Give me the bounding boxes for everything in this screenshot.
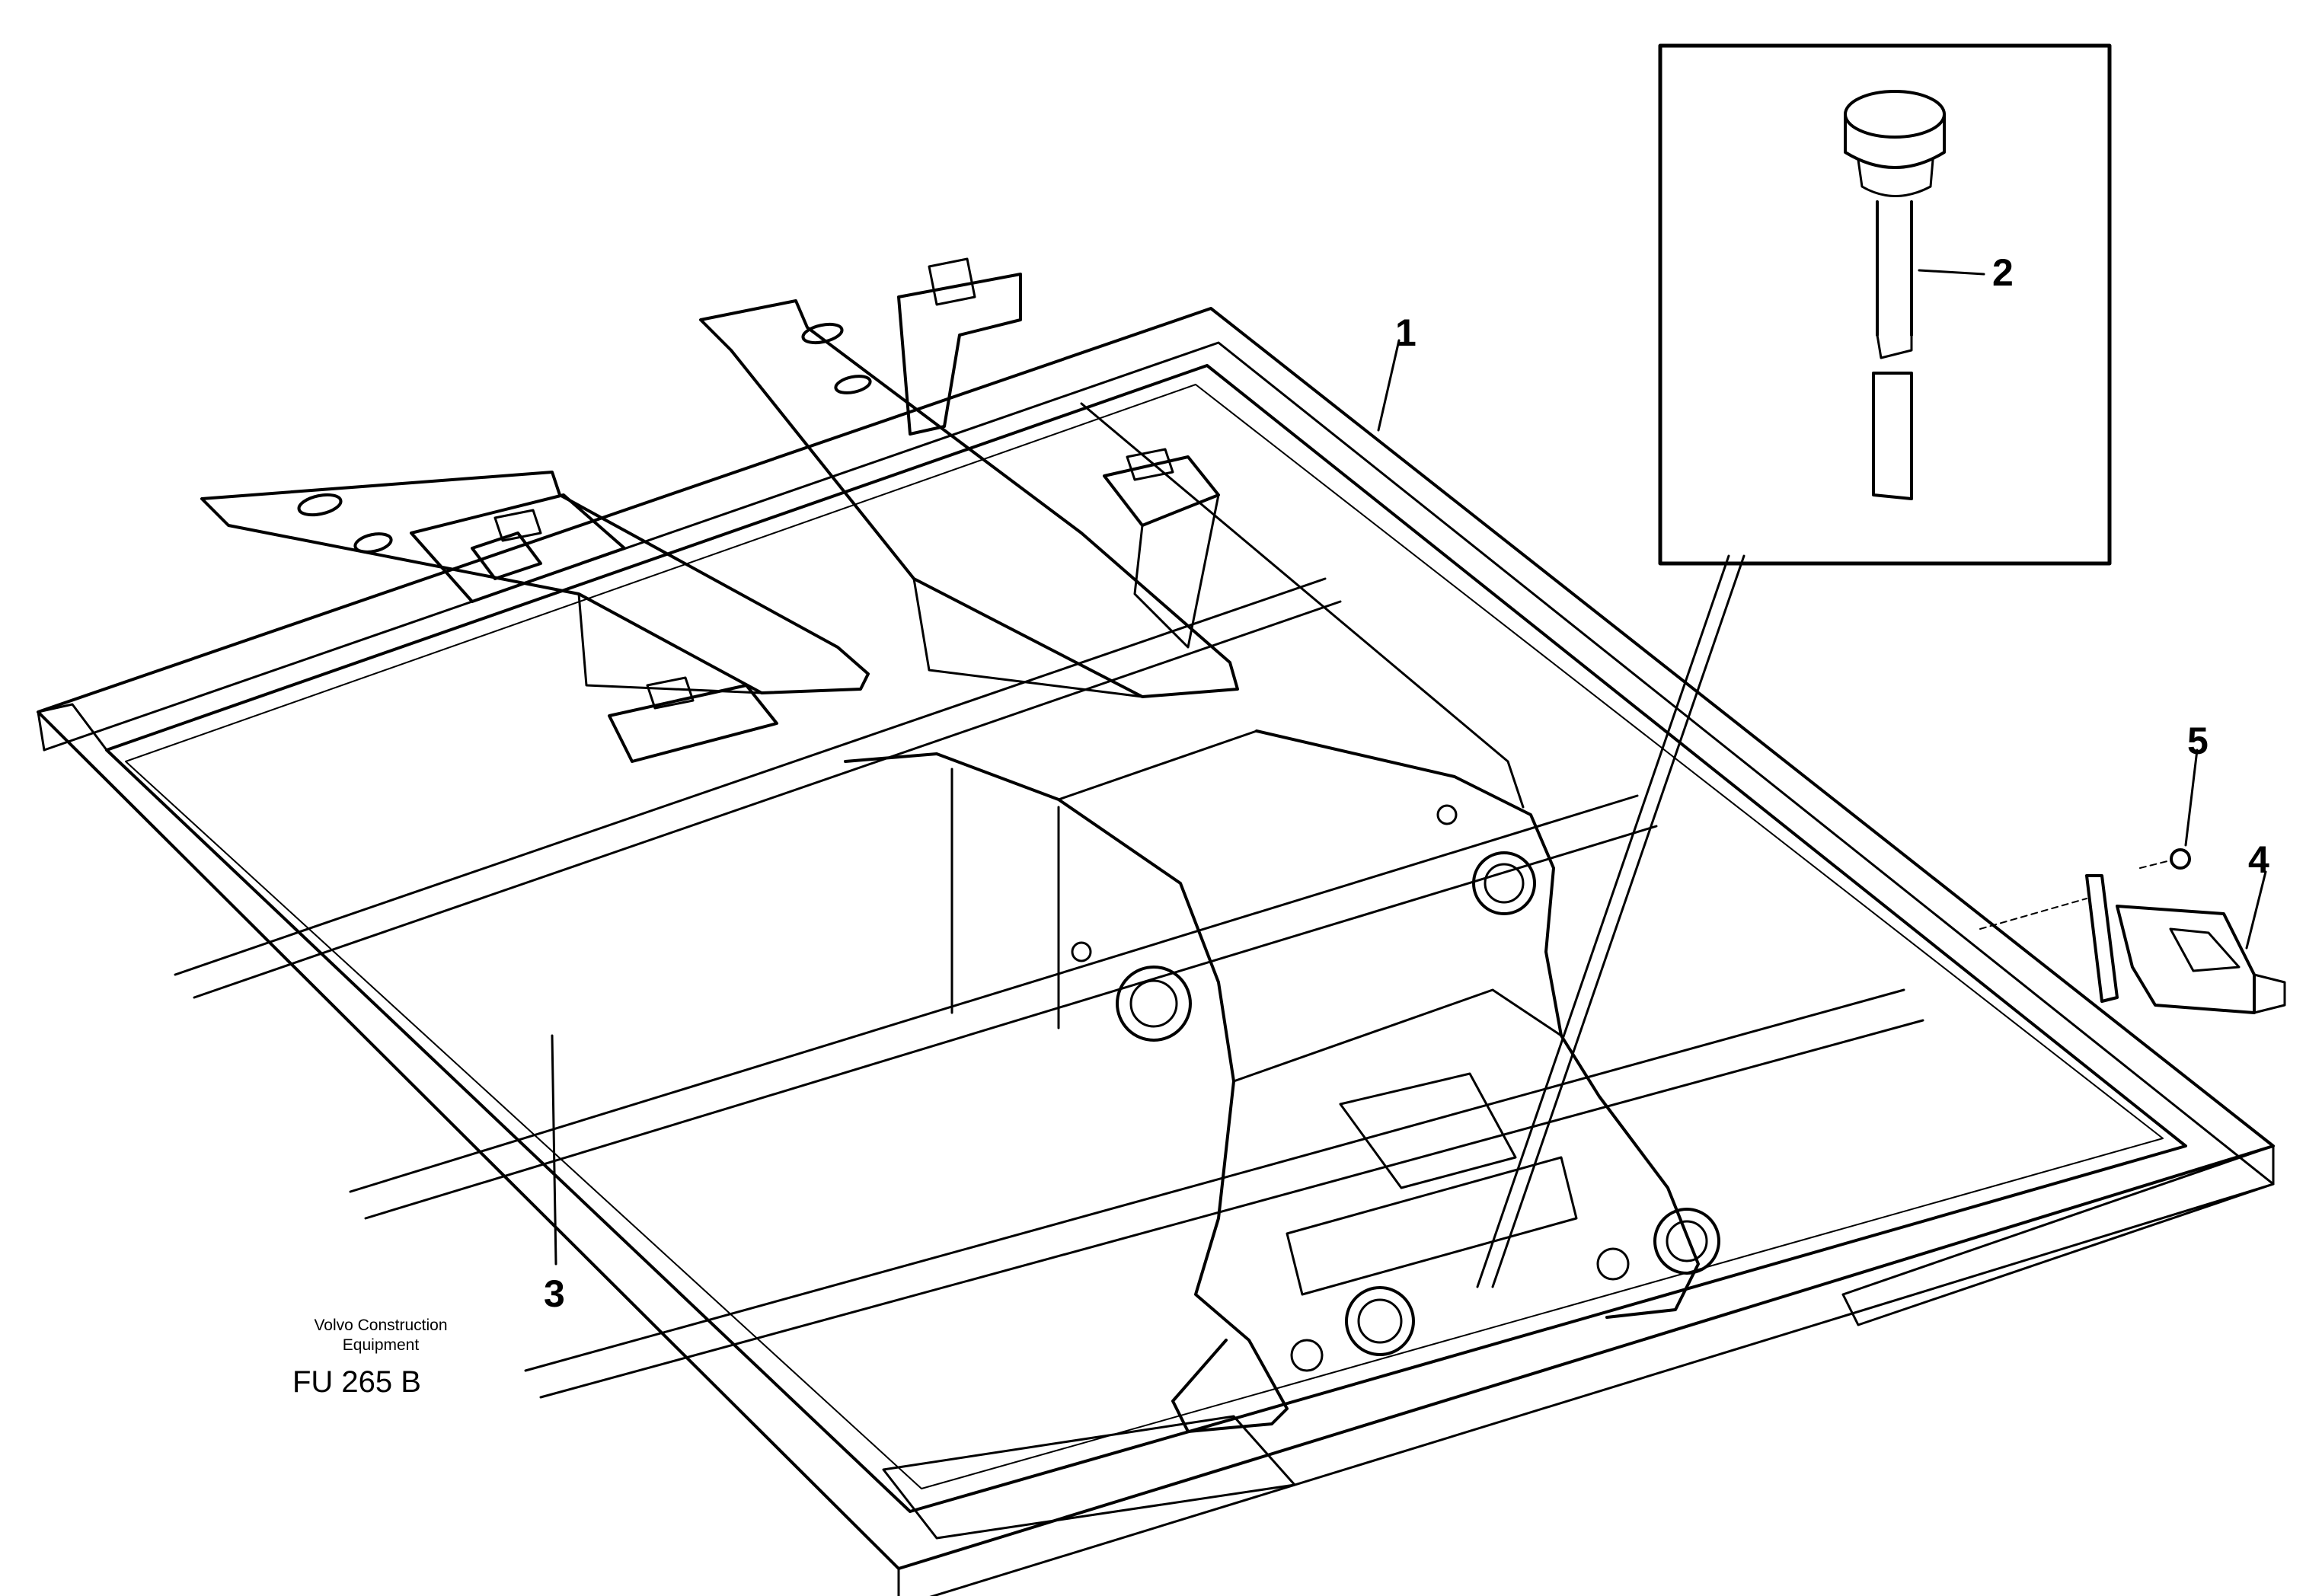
dipstick-inset <box>1476 43 2112 1288</box>
publisher-label: Volvo Construction Equipment <box>270 1316 491 1355</box>
arm-drawings <box>200 299 1239 698</box>
base-frame-drawing <box>37 307 2275 1596</box>
publisher-line-2: Equipment <box>342 1336 420 1354</box>
bracket-drawing <box>1979 848 2286 1014</box>
publisher-line-1: Volvo Construction <box>314 1317 448 1334</box>
callout-1: 1 <box>1395 311 1417 354</box>
callout-3: 3 <box>544 1272 565 1315</box>
figure-code: FU 265 B <box>292 1365 421 1399</box>
callout-2: 2 <box>1992 251 2014 294</box>
mount-drawings <box>410 257 1220 763</box>
callout-4: 4 <box>2248 838 2269 881</box>
hinge-bracket-drawing <box>844 729 1720 1433</box>
callout-5: 5 <box>2187 720 2209 762</box>
leader-lines <box>551 269 2267 1266</box>
